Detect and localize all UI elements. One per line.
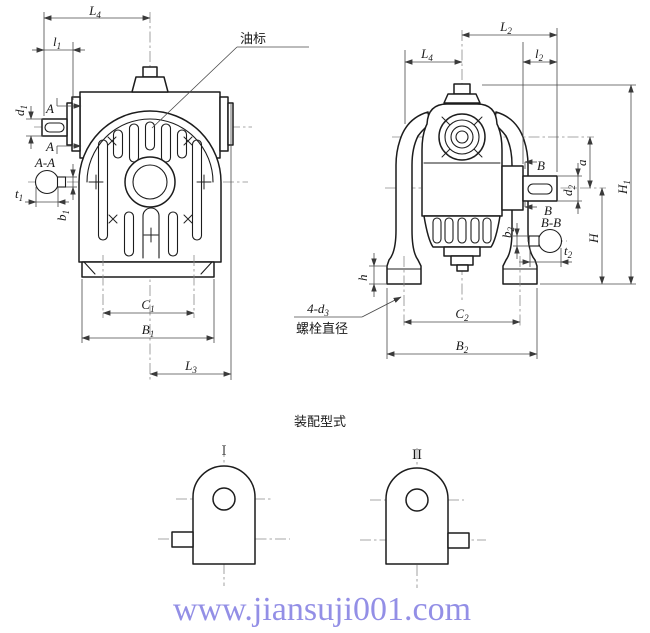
dim-label-C2: C2 (455, 306, 469, 323)
dimension-B1: B1 (81, 279, 215, 343)
dimension-H1: H1 (482, 84, 636, 285)
dim-label-L4-side: L4 (420, 46, 433, 63)
dimension-d2: d2 (558, 163, 582, 214)
cooling-ribs (97, 121, 203, 259)
section-label-A-top: A (45, 101, 54, 116)
dim-label-b1: b1 (54, 210, 71, 221)
dimension-H: H (586, 187, 605, 285)
section-cut-B: B B (524, 158, 552, 218)
dim-label-t2: t2 (564, 243, 573, 260)
section-label-A-bottom: A (45, 139, 54, 154)
bolt-note-line2: 螺栓直径 (296, 321, 348, 336)
center-marks (88, 136, 212, 243)
dimension-L2: L2 (461, 19, 558, 172)
assembly-title: 装配型式 (294, 414, 346, 429)
dimension-B2: B2 (386, 288, 538, 359)
breather-cap (131, 66, 169, 93)
dimension-L4-front: L4 (43, 3, 151, 116)
assembly-variant-1: I (158, 443, 290, 586)
section-label-B-top: B (537, 158, 545, 173)
dimension-d1: d1 (12, 105, 43, 149)
dim-label-B1: B1 (142, 322, 154, 339)
dimension-L4-side: L4 (404, 46, 463, 124)
dim-label-L2: L2 (499, 19, 512, 36)
section-label-BB: B-B (541, 215, 561, 230)
drain-plug (443, 246, 481, 272)
section-view-AA: A-A t1 b1 (15, 155, 77, 221)
bolt-diameter-note: 4-d3 螺栓直径 (294, 296, 402, 336)
dimension-t1: t1 (15, 186, 69, 207)
dim-label-H1: H1 (615, 180, 632, 195)
dimension-a: a (574, 136, 593, 189)
dim-label-B2: B2 (456, 338, 469, 355)
dim-label-C1: C1 (141, 297, 154, 314)
input-shaft (41, 118, 68, 137)
dim-label-d2: d2 (560, 185, 577, 197)
side-view: L2 L4 l2 B B B-B (294, 19, 636, 359)
dim-label-t1: t1 (15, 186, 23, 203)
section-label-AA: A-A (34, 155, 55, 170)
bottom-ribs (432, 217, 492, 244)
x-marks (107, 136, 193, 224)
assembly-section: 装配型式 I II (158, 414, 486, 588)
dim-label-l2: l2 (535, 46, 544, 63)
breather-cap-side (443, 83, 481, 104)
dim-label-b2: b2 (499, 227, 516, 239)
output-shaft-side (501, 165, 558, 211)
dimension-b2: b2 (499, 223, 529, 259)
dimension-L3: L3 (149, 103, 232, 380)
dim-label-L4-front: L4 (88, 3, 101, 20)
dimension-C2: C2 (403, 256, 521, 327)
dimension-l2: l2 (522, 42, 558, 164)
dim-label-l1: l1 (53, 34, 61, 51)
dim-label-H: H (586, 233, 601, 244)
section-view-BB: B-B b2 t2 (499, 215, 573, 267)
dimension-h: h (355, 253, 387, 297)
watermark-text: www.jiansuji001.com (173, 591, 471, 628)
dim-label-L3: L3 (184, 358, 197, 375)
output-shaft-boss (124, 156, 176, 208)
oil-gauge-label: 油标 (240, 31, 266, 46)
dimension-b1: b1 (54, 164, 77, 221)
dimension-C1: C1 (102, 255, 195, 318)
dimension-t2: t2 (519, 243, 573, 267)
dimension-l1: l1 (32, 34, 85, 100)
section-cut-A: A A (45, 98, 82, 154)
assembly-variant-2: II (360, 447, 486, 588)
front-view: 油标 L4 l1 d1 A (12, 3, 309, 380)
oil-gauge-callout: 油标 (151, 31, 309, 129)
bolt-note-line1: 4-d3 (307, 301, 329, 318)
section-label-B-bottom: B (544, 203, 552, 218)
dim-label-h: h (355, 275, 370, 282)
worm-shaft-end (438, 113, 486, 161)
dim-label-a: a (574, 159, 589, 166)
dim-label-d1: d1 (12, 105, 29, 116)
